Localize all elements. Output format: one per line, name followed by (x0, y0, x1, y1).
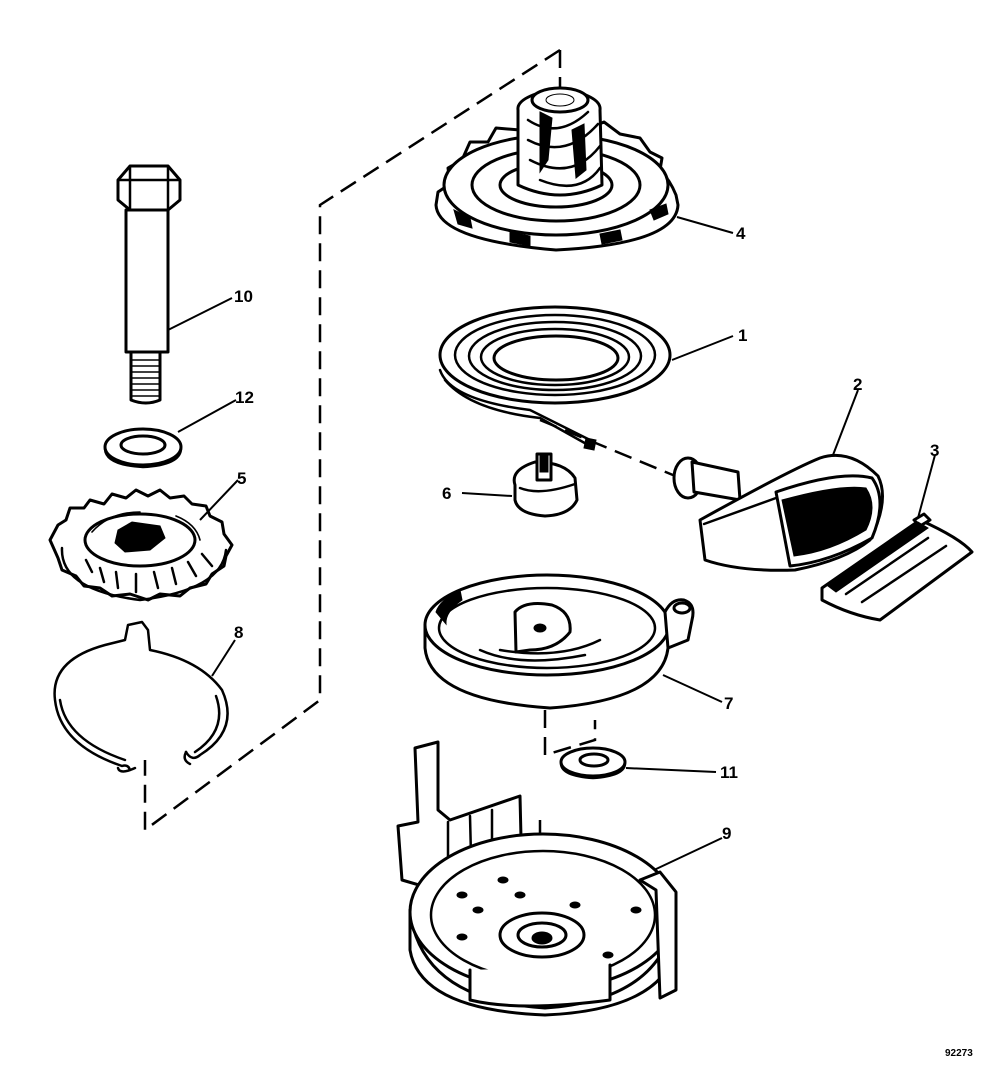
figure-id: 92273 (945, 1048, 973, 1059)
callout-1: 1 (738, 326, 747, 345)
callout-9: 9 (722, 824, 731, 843)
callout-5: 5 (237, 469, 246, 488)
part-12-washer (103, 427, 183, 469)
callout-4: 4 (736, 224, 746, 243)
part-11-washer (559, 746, 627, 780)
callout-6: 6 (442, 484, 451, 503)
part-5-toothed-washer (48, 488, 234, 602)
part-7-spring-cup (423, 573, 695, 710)
callout-8: 8 (234, 623, 243, 642)
callout-2: 2 (853, 375, 862, 394)
part-6-pawl (512, 452, 579, 518)
callout-3: 3 (930, 441, 939, 460)
leader-lines (167, 216, 936, 871)
part-3-handle-insert (820, 512, 974, 622)
callout-11: 11 (720, 763, 738, 782)
part-9-housing (396, 740, 678, 1017)
part-8-spring-clip (53, 620, 229, 773)
callout-12: 12 (235, 388, 254, 407)
part-10-bolt (116, 164, 182, 405)
part-1-rewind-spring (438, 305, 672, 451)
part-4-starter-pinion (434, 86, 680, 252)
part-2-starter-handle (672, 453, 884, 572)
callout-labels: 10 12 5 8 4 1 2 3 6 7 11 9 92273 (234, 224, 973, 1059)
callout-10: 10 (234, 287, 253, 306)
callout-7: 7 (724, 694, 733, 713)
